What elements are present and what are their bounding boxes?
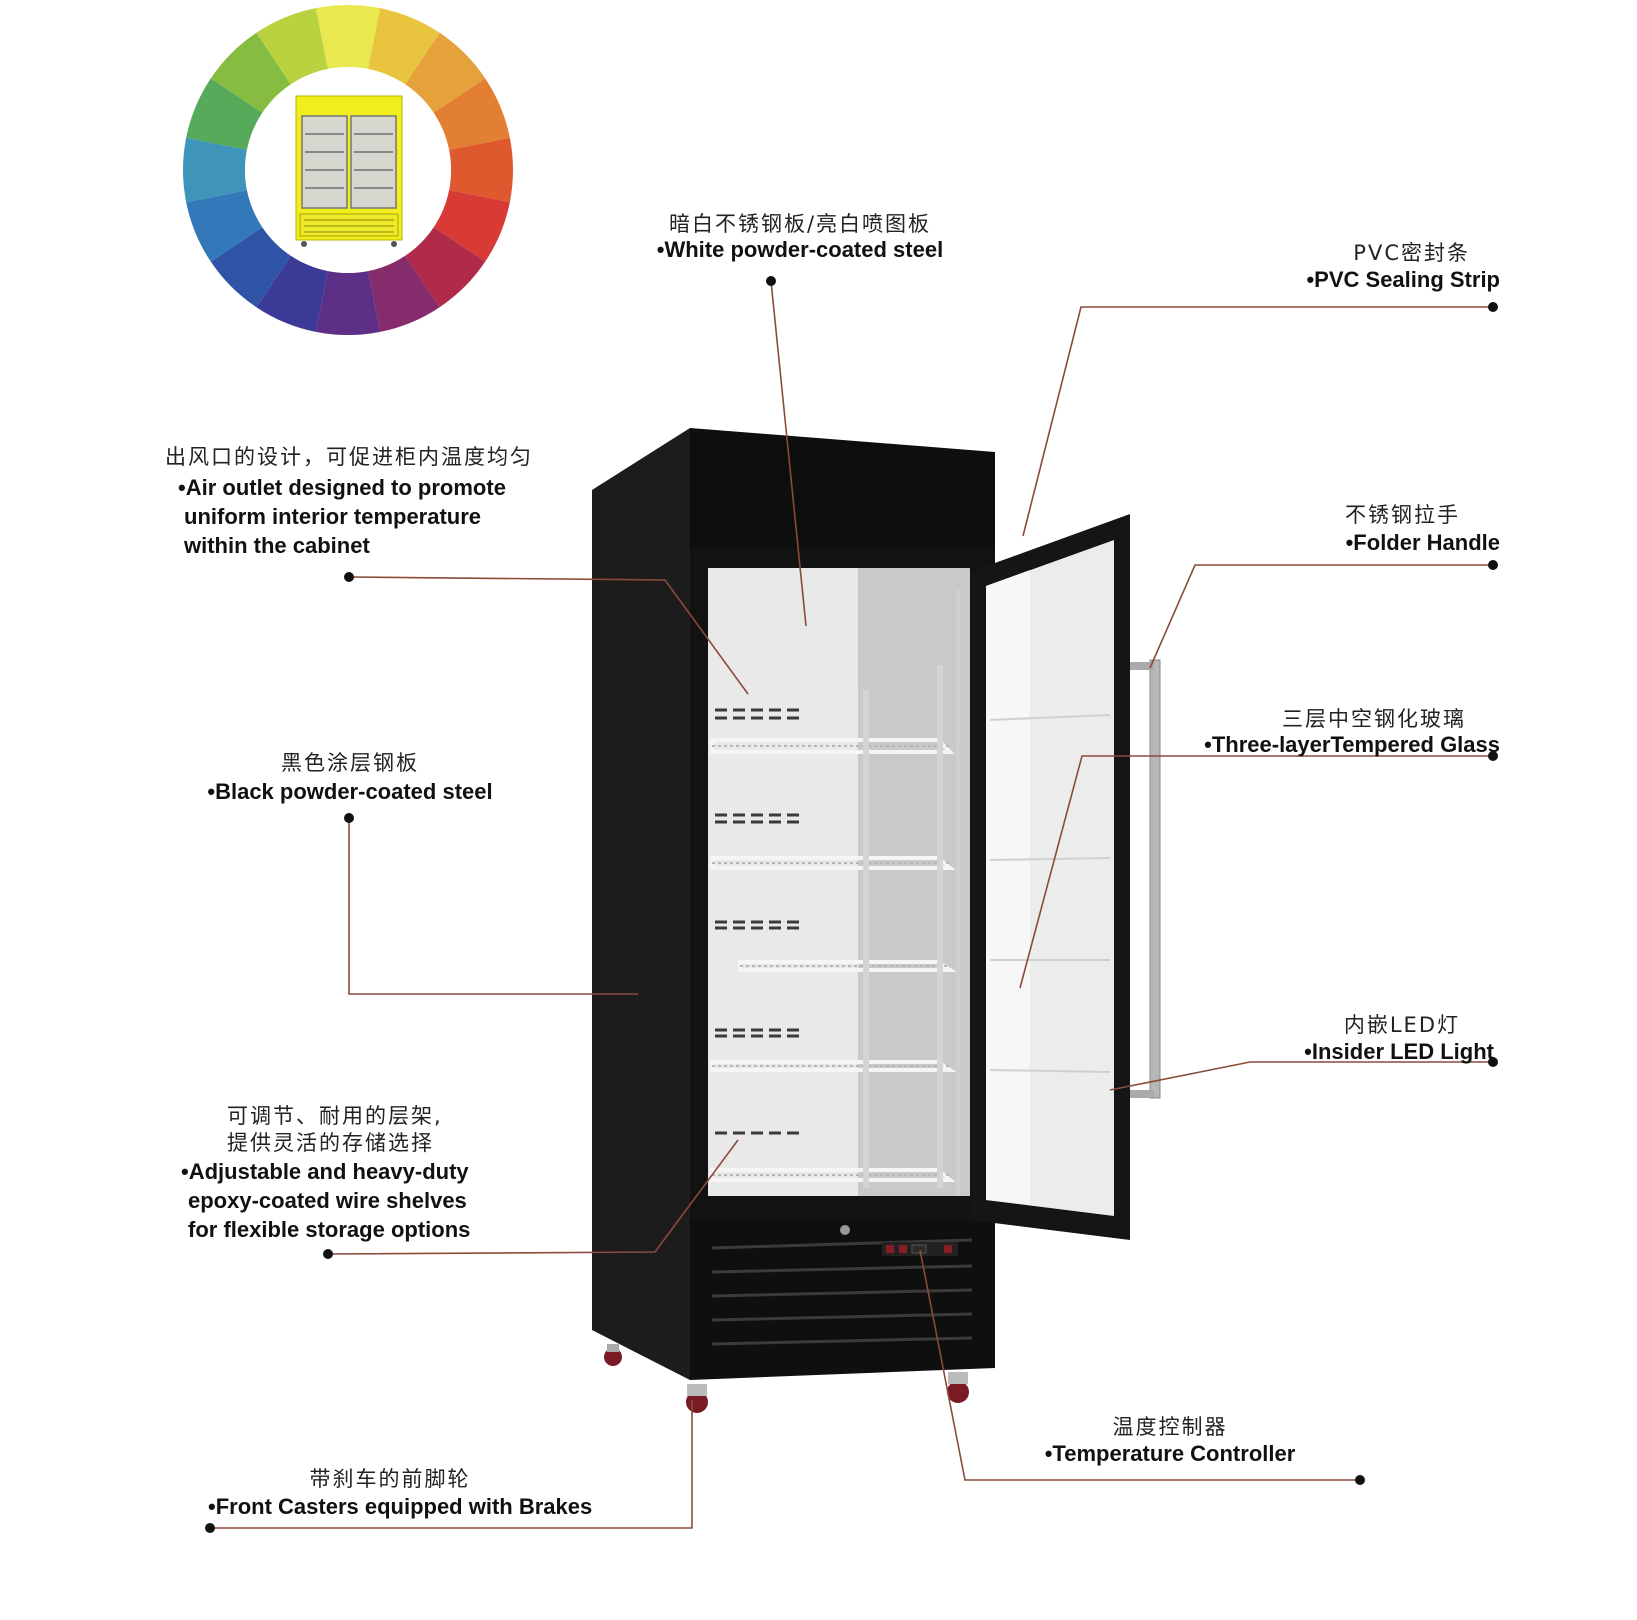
led-light-label-cn: 内嵌LED灯 [1343,1013,1460,1037]
glass-label-en: •Three-layerTempered Glass [1204,732,1500,757]
color-wheel-segment [405,227,486,308]
black-steel-leader-line [348,818,638,995]
black-steel-callout-dot [344,813,354,823]
color-wheel-segment [315,271,381,335]
white-steel-label-en: •White powder-coated steel [656,237,944,262]
glass-leader-line [1019,755,1493,989]
shelves-label-en1: •Adjustable and heavy-duty [181,1159,469,1184]
color-wheel-segment [256,8,328,85]
air-outlet-callout-dot [344,572,354,582]
folder-handle-label-en: •Folder Handle [1345,530,1500,555]
shelves-label-en3: for flexible storage options [188,1217,471,1242]
shelves-label-cn1: 可调节、耐用的层架, [227,1104,443,1128]
color-wheel-segment [433,78,510,150]
leader-lines [210,280,1493,1529]
folder-handle-label-cn: 不锈钢拉手 [1345,503,1460,527]
color-wheel-segment [210,227,291,308]
white-steel-callout-dot [766,276,776,286]
black-steel-label-cn: 黑色涂层钢板 [281,751,419,775]
temperature-controller-panel [882,1242,958,1256]
glass-label-cn: 三层中空钢化玻璃 [1282,707,1466,731]
color-wheel-segment [433,190,510,262]
pvc-strip-leader-line [1022,306,1493,537]
color-wheel-segment [182,137,247,203]
color-wheel-segment [368,8,440,85]
color-wheel-segment [405,32,486,113]
white-steel-leader-line [770,280,807,627]
air-outlet-vents [715,708,800,1135]
color-wheel-segment [449,137,513,203]
temp-controller-callout-dot [1355,1475,1365,1485]
color-wheel-segment [186,190,263,262]
casters-callout-dot [205,1523,215,1533]
air-outlet-label-en1: •Air outlet designed to promote [178,475,506,500]
black-steel-label-en: •Black powder-coated steel [207,779,493,804]
color-wheel-segment [210,32,291,113]
temp-controller-leader-line [919,1249,1360,1481]
temp-controller-label-en: •Temperature Controller [1044,1441,1296,1466]
wire-shelves [710,738,957,1182]
shelves-leader-line [327,1139,739,1255]
callout-dots [205,276,1498,1533]
folder-handle-callout-dot [1488,560,1498,570]
refrigerator [592,428,1161,1413]
folder-handle [1130,659,1161,1099]
pvc-strip-label-cn: PVC密封条 [1353,241,1470,265]
glass-callout-dot [1488,751,1498,761]
compressor-louvers [711,1238,973,1346]
shelves-label-cn2: 提供灵活的存储选择 [227,1131,434,1155]
color-wheel-segment [368,255,440,332]
white-steel-label-cn: 暗白不锈钢板/亮白喷图板 [668,212,932,236]
shelves-label-en2: epoxy-coated wire shelves [188,1188,467,1213]
casters-leader-line [210,1400,693,1529]
air-outlet-label-en3: within the cabinet [184,533,370,558]
color-wheel-segment [256,255,328,332]
yellow-fridge-thumbnail [295,95,403,247]
color-wheel-segment [186,78,263,150]
led-light-callout-dot [1488,1057,1498,1067]
casters-label-cn: 带刹车的前脚轮 [309,1467,471,1491]
shelves-callout-dot [323,1249,333,1259]
door-lock [840,1225,850,1235]
casters-label-en: •Front Casters equipped with Brakes [208,1494,593,1519]
air-outlet-leader-line [348,576,749,695]
air-outlet-label-en2: uniform interior temperature [184,504,482,529]
led-light-label-en: •Insider LED Light [1304,1039,1494,1064]
led-light-leader-line [1109,1061,1493,1091]
cabinet-side-panel [592,428,690,1380]
temp-controller-label-cn: 温度控制器 [1112,1415,1228,1439]
air-outlet-label-cn: 出风口的设计，可促进柜内温度均匀 [165,445,533,469]
pvc-strip-label-en: •PVC Sealing Strip [1306,267,1500,292]
color-wheel-segment [315,4,381,69]
pvc-strip-callout-dot [1488,302,1498,312]
folder-handle-leader-line [1149,564,1493,669]
cabinet-top-header [690,428,995,568]
